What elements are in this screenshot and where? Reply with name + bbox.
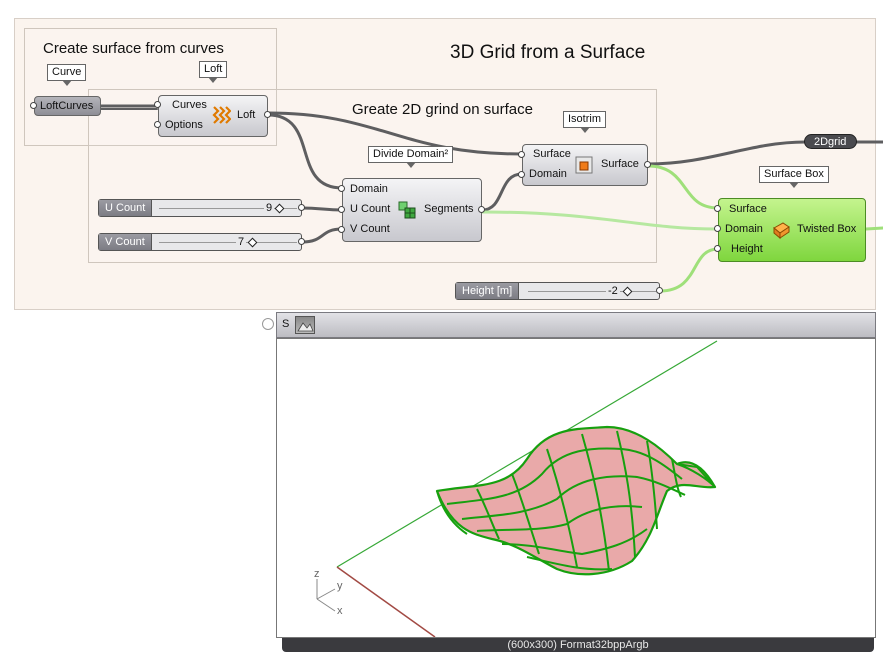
relay-2dgrid[interactable]: 2Dgrid <box>804 134 857 149</box>
page-title: 3D Grid from a Surface <box>450 42 646 63</box>
loftcurves-node[interactable]: LoftCurves <box>34 96 101 116</box>
axis-label-z: z <box>314 568 320 580</box>
divide-port-domain[interactable] <box>338 185 345 192</box>
loft-output: Loft <box>237 109 256 121</box>
tag-loft: Loft <box>199 61 228 83</box>
wire-loft-to-divide <box>266 113 344 190</box>
divide-port-vcount[interactable] <box>338 226 345 233</box>
axis-gizmo <box>316 579 336 612</box>
divide-port-ucount[interactable] <box>338 206 345 213</box>
loft-input-options: Options <box>165 119 203 131</box>
height-out-port[interactable] <box>656 287 663 294</box>
surfbox-input-height: Height <box>731 243 763 255</box>
isotrim-input-domain: Domain <box>529 168 567 180</box>
group-create-surface-title: Create surface from curves <box>43 40 224 57</box>
surfbox-output: Twisted Box <box>797 223 857 235</box>
wire-isotrim-to-relay <box>646 140 807 166</box>
twisted-box-mesh <box>435 425 717 576</box>
loftcurves-label: LoftCurves <box>40 100 94 112</box>
relay-2dgrid-label: 2Dgrid <box>814 136 847 148</box>
viewer-handle-icon[interactable] <box>262 318 274 330</box>
axis-label-y: y <box>337 580 343 592</box>
v-count-label: V Count <box>99 234 152 250</box>
loft-port-curves[interactable] <box>154 101 161 108</box>
divide-port-segments[interactable] <box>478 206 485 213</box>
viewer-header[interactable]: S <box>276 312 876 338</box>
loftcurves-input-port[interactable] <box>30 102 37 109</box>
divide-output-segments: Segments <box>424 203 474 215</box>
v-count-out-port[interactable] <box>298 238 305 245</box>
loft-port-options[interactable] <box>154 121 161 128</box>
v-count-grip[interactable] <box>247 237 258 248</box>
height-label: Height [m] <box>456 283 520 299</box>
surfbox-port-height[interactable] <box>714 245 721 252</box>
u-count-out-port[interactable] <box>298 204 305 211</box>
divide-input-domain: Domain <box>350 183 388 195</box>
u-count-value: 9 <box>264 201 275 216</box>
isotrim-port-out[interactable] <box>644 161 651 168</box>
wire-segments-to-box <box>480 210 720 231</box>
surface-box-node[interactable]: Surface Domain Height Twisted Box <box>718 198 866 262</box>
mesh-grid-lines <box>436 430 716 572</box>
surfbox-input-surface: Surface <box>729 203 767 215</box>
loft-node[interactable]: Curves Options Loft <box>158 95 268 137</box>
wire-isotrim-to-box <box>646 164 720 210</box>
axis-label-x: x <box>337 605 343 617</box>
u-count-grip[interactable] <box>274 203 285 214</box>
divide-domain-node[interactable]: Domain U Count V Count Segments <box>342 178 482 242</box>
isotrim-port-surface[interactable] <box>518 151 525 158</box>
isotrim-icon <box>575 156 593 174</box>
height-value: -2 <box>606 284 620 299</box>
tag-divide-domain: Divide Domain² <box>368 146 454 168</box>
v-count-slider[interactable]: V Count 7 <box>98 233 302 251</box>
u-count-track <box>159 208 297 209</box>
isotrim-port-domain[interactable] <box>518 171 525 178</box>
loft-component-icon <box>212 106 231 124</box>
surfbox-input-domain: Domain <box>725 223 763 235</box>
viewport-preview[interactable]: z y x <box>276 338 876 638</box>
wire-height-to-box <box>658 247 720 293</box>
viewer-header-label: S <box>282 318 290 330</box>
height-track <box>528 291 656 292</box>
tag-isotrim: Isotrim <box>563 111 606 133</box>
wire-segments-to-isotrim <box>480 172 524 212</box>
divide-input-ucount: U Count <box>350 203 391 215</box>
isotrim-input-surface: Surface <box>533 148 571 160</box>
surfbox-port-domain[interactable] <box>714 225 721 232</box>
surfbox-port-surface[interactable] <box>714 205 721 212</box>
u-count-slider[interactable]: U Count 9 <box>98 199 302 217</box>
viewer-toggle-icon[interactable] <box>295 316 315 334</box>
isotrim-node[interactable]: Surface Domain Surface <box>522 144 648 186</box>
wire-u-slider <box>300 206 344 212</box>
v-count-track <box>159 242 297 243</box>
divide-domain-icon <box>398 201 416 219</box>
group-2d-grid-title: Greate 2D grind on surface <box>352 101 533 118</box>
u-count-label: U Count <box>99 200 153 216</box>
surface-box-icon <box>773 222 790 240</box>
tag-curve: Curve <box>47 64 87 86</box>
tag-surface-box: Surface Box <box>759 166 829 188</box>
v-count-value: 7 <box>236 235 247 250</box>
height-slider[interactable]: Height [m] -2 <box>455 282 660 300</box>
viewport-scene: z y x <box>314 340 718 638</box>
wire-box-out <box>864 226 883 231</box>
isotrim-output-surface: Surface <box>601 158 639 170</box>
viewer-footer: (600x300) Format32bppArgb <box>282 638 874 652</box>
loft-input-curves: Curves <box>172 99 207 111</box>
height-grip[interactable] <box>622 286 633 297</box>
wire-loft-to-isotrim <box>266 111 524 156</box>
loft-port-out[interactable] <box>264 111 271 118</box>
wire-v-slider <box>300 227 344 244</box>
divide-input-vcount: V Count <box>350 223 390 235</box>
